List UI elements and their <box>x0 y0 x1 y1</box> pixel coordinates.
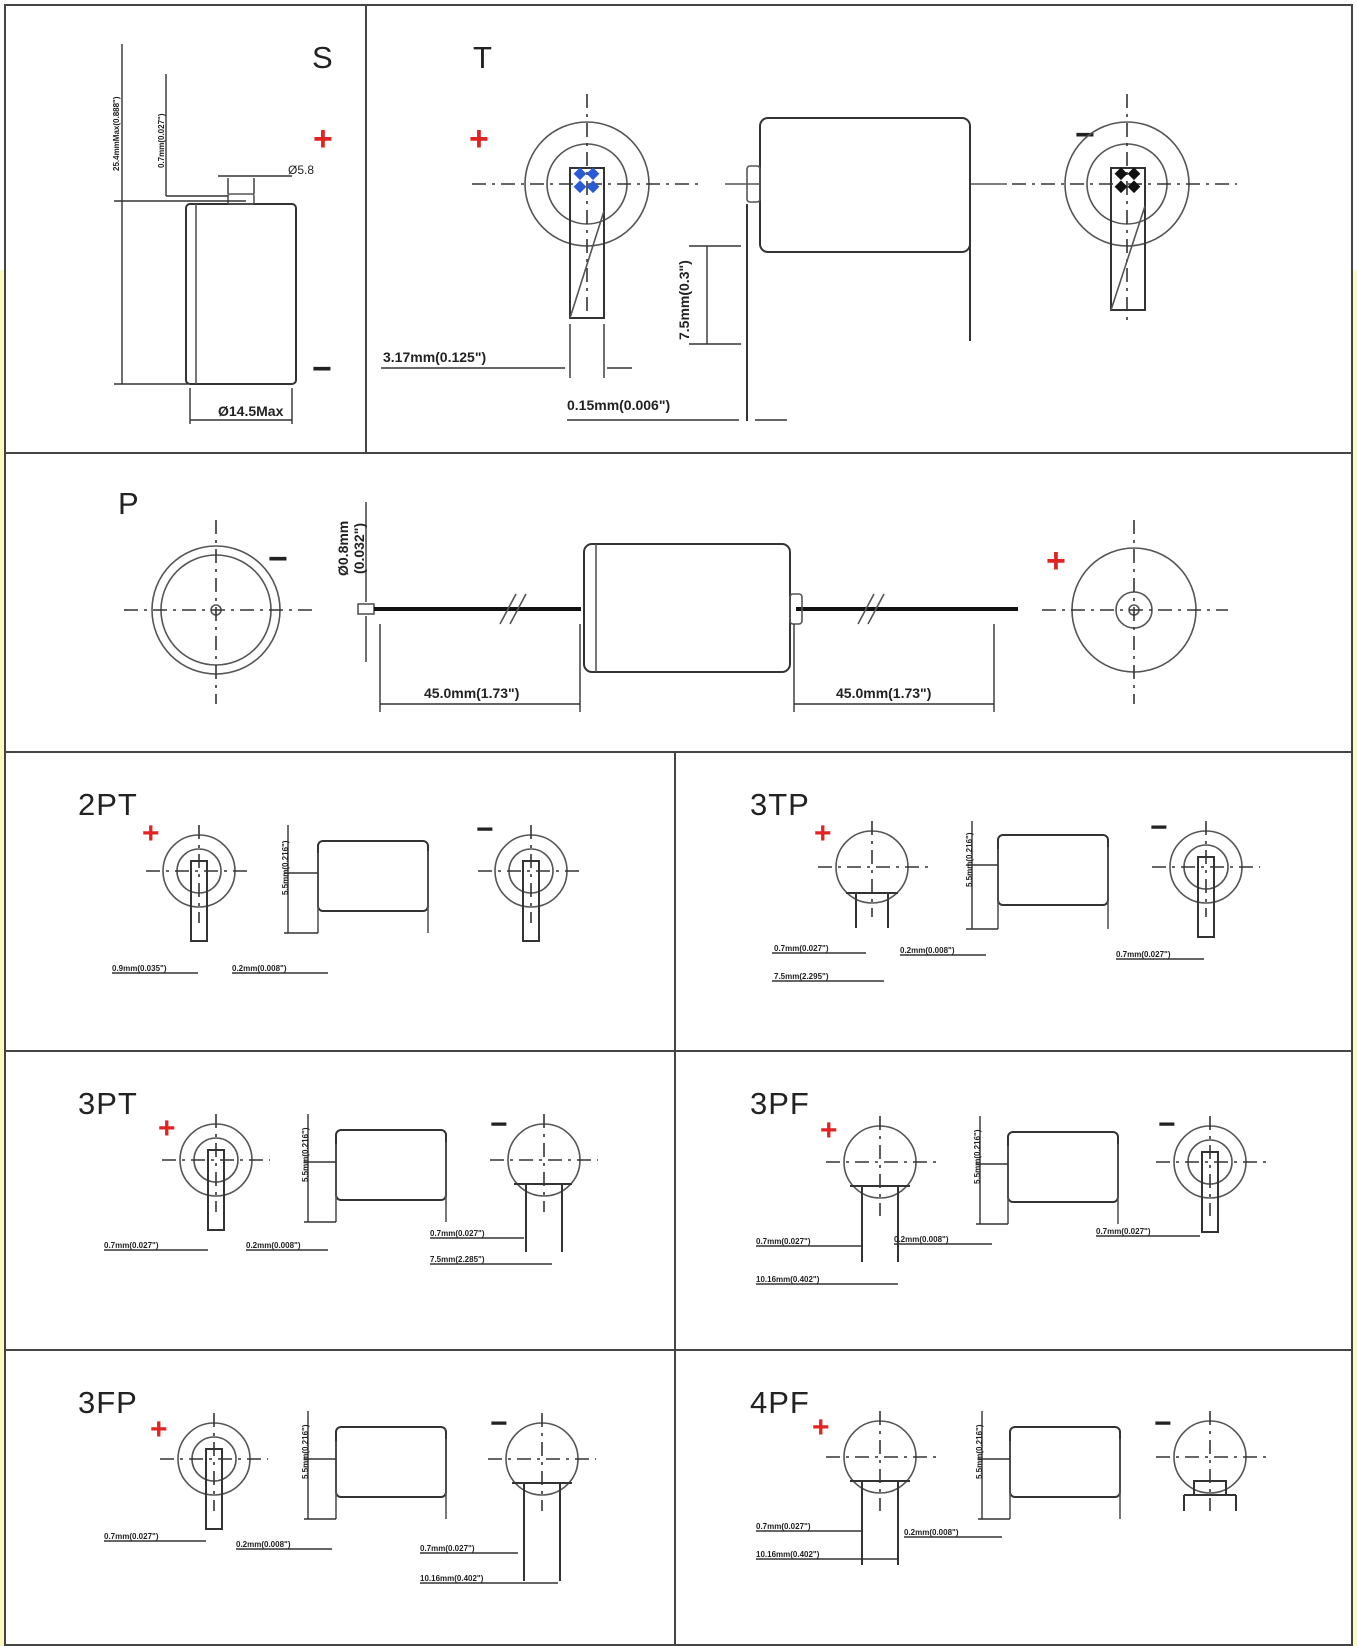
dim-d-label: 10.16mm(0.402") <box>420 1574 484 1583</box>
panel-4pf-code: 4PF <box>750 1385 810 1420</box>
panel-3pf-drawing: + − 5.5mm(0.216") 0.7mm(0.027") 10.16mm(… <box>756 1108 1266 1285</box>
dim-c-label: 0.2mm(0.008") <box>900 946 955 955</box>
positive-sign: + <box>1046 542 1066 580</box>
dim-a-label: 0.7mm(0.027") <box>104 1532 159 1541</box>
panel-3tp: 3TP + − 5.5mm(0.216") 0.7mm(0.027") 7.5m… <box>674 751 1353 1052</box>
dim-side-label: 5.5mm(0.216") <box>301 1424 310 1479</box>
panel-p-code: P <box>118 486 140 521</box>
positive-sign: + <box>814 817 832 850</box>
dim-side-label: 5.5mm(0.216") <box>973 1129 982 1184</box>
panel-t-drawing: + − 3.17mm(0.125") 7.5mm(0.3") <box>381 94 1237 421</box>
negative-sign: − <box>1075 116 1095 154</box>
panel-s: S + − 25.4mmMax(0.888") 0.7mm(0.027") Ø5… <box>4 4 367 454</box>
dim-d-label: 0.7mm(0.027") <box>1116 950 1171 959</box>
panel-3pt: 3PT + − 5.5mm(0.216") 0.7mm(0.027") 0.2m… <box>4 1050 676 1351</box>
dim-a-label: 0.7mm(0.027") <box>756 1522 811 1531</box>
panel-3fp-drawing: + − 5.5mm(0.216") 0.7mm(0.027") 0.2mm(0.… <box>104 1407 596 1584</box>
panel-3tp-drawing: + − 5.5mm(0.216") 0.7mm(0.027") 7.5mm(2.… <box>772 811 1260 982</box>
panel-3pt-drawing: + − 5.5mm(0.216") 0.7mm(0.027") 0.2mm(0.… <box>104 1108 598 1265</box>
dim-right-len-label: 45.0mm(1.73") <box>836 685 931 701</box>
dim-side-label: 5.5mm(0.216") <box>965 832 974 887</box>
dim-side-label: 5.5mm(0.216") <box>281 840 290 895</box>
panel-s-code: S <box>312 40 334 75</box>
dim-b-label: 0.2mm(0.008") <box>236 1540 291 1549</box>
panel-3fp: 3FP + − 5.5mm(0.216") 0.7mm(0.027") 0.2m… <box>4 1349 676 1646</box>
cell-side-view <box>759 117 971 253</box>
dim-a-label: 0.9mm(0.035") <box>112 964 167 973</box>
negative-sign: − <box>1158 1108 1176 1141</box>
negative-sign: − <box>476 813 494 846</box>
dim-side-label: 5.5mm(0.216") <box>301 1127 310 1182</box>
positive-sign: + <box>820 1114 838 1147</box>
panel-4pf: 4PF + − 5.5mm(0.216") 0.7mm(0.027") 10.1… <box>674 1349 1353 1646</box>
panel-4pf-drawing: + − 5.5mm(0.216") 0.7mm(0.027") 10.16mm(… <box>756 1407 1266 1565</box>
positive-sign: + <box>158 1112 176 1145</box>
dim-left-len-label: 45.0mm(1.73") <box>424 685 519 701</box>
panel-3fp-code: 3FP <box>78 1385 138 1420</box>
panel-2pt-drawing: + − 5.5mm(0.216") 0.9mm(0.035") 0.2mm(0.… <box>112 813 584 974</box>
panel-3pf: 3PF + − 5.5mm(0.216") 0.7mm(0.027") 10.1… <box>674 1050 1353 1351</box>
dim-a-label: 0.7mm(0.027") <box>774 944 829 953</box>
dim-b-label: 10.16mm(0.402") <box>756 1550 820 1559</box>
dim-button-label: Ø5.8 <box>288 163 314 177</box>
panel-p-drawing: − + Ø0.8mm (0.032") 45.0mm(1.73") 45.0mm… <box>124 502 1228 712</box>
dim-c-label: 0.7mm(0.027") <box>420 1544 475 1553</box>
dim-b-label: 10.16mm(0.402") <box>756 1275 820 1284</box>
dim-c-label: 0.7mm(0.027") <box>430 1229 485 1238</box>
dim-c-label: 0.2mm(0.008") <box>894 1235 949 1244</box>
dim-b-label: 0.2mm(0.008") <box>246 1241 301 1250</box>
panel-s-drawing: + − 25.4mmMax(0.888") 0.7mm(0.027") Ø5.8… <box>112 44 333 424</box>
dim-diameter-label: Ø14.5Max <box>218 403 284 419</box>
positive-sign: + <box>142 817 160 850</box>
panel-t: T + − 3.17mm(0.125") 7.5mm(0.3") <box>365 4 1353 454</box>
negative-sign: − <box>490 1407 508 1440</box>
dim-b-label: 0.2mm(0.008") <box>232 964 287 973</box>
panel-p: P − + Ø0.8mm (0.032") 45.0mm(1.73") 45.0… <box>4 452 1353 753</box>
dim-a-label: 0.7mm(0.027") <box>104 1241 159 1250</box>
dim-lead-label: 7.5mm(0.3") <box>676 260 692 340</box>
dim-wire-in-label: (0.032") <box>351 523 367 574</box>
panel-t-code: T <box>473 40 493 75</box>
dim-c-label: 0.2mm(0.008") <box>904 1528 959 1537</box>
negative-sign: − <box>1150 811 1168 844</box>
panel-3tp-code: 3TP <box>750 787 810 822</box>
negative-sign: − <box>268 540 288 578</box>
dim-side-label: 5.5mm(0.216") <box>975 1424 984 1479</box>
dim-tab-width-label: 3.17mm(0.125") <box>383 349 486 365</box>
positive-sign: + <box>150 1413 168 1446</box>
negative-sign: − <box>312 350 332 388</box>
positive-button <box>227 193 255 205</box>
positive-sign: + <box>313 120 333 158</box>
dim-b-label: 7.5mm(2.295") <box>774 972 829 981</box>
cell-body <box>185 203 297 385</box>
panel-2pt-code: 2PT <box>78 787 138 822</box>
dim-height-label: 25.4mmMax(0.888") <box>112 96 121 171</box>
dim-thickness-label: 0.15mm(0.006") <box>567 397 670 413</box>
panel-3pf-code: 3PF <box>750 1086 810 1121</box>
panel-2pt: 2PT + − 5.5mm(0.216") 0.9mm(0.035") 0.2m… <box>4 751 676 1052</box>
positive-sign: + <box>469 120 489 158</box>
dim-d-label: 7.5mm(2.285") <box>430 1255 485 1264</box>
dim-tab-label: 0.7mm(0.027") <box>157 113 166 168</box>
dim-wire-label: Ø0.8mm <box>335 521 351 576</box>
positive-sign: + <box>812 1411 830 1444</box>
dim-d-label: 0.7mm(0.027") <box>1096 1227 1151 1236</box>
panel-3pt-code: 3PT <box>78 1086 138 1121</box>
negative-sign: − <box>490 1108 508 1141</box>
tab-strip <box>569 167 605 319</box>
cell-side-view <box>583 543 791 673</box>
negative-sign: − <box>1154 1407 1172 1440</box>
dim-a-label: 0.7mm(0.027") <box>756 1237 811 1246</box>
